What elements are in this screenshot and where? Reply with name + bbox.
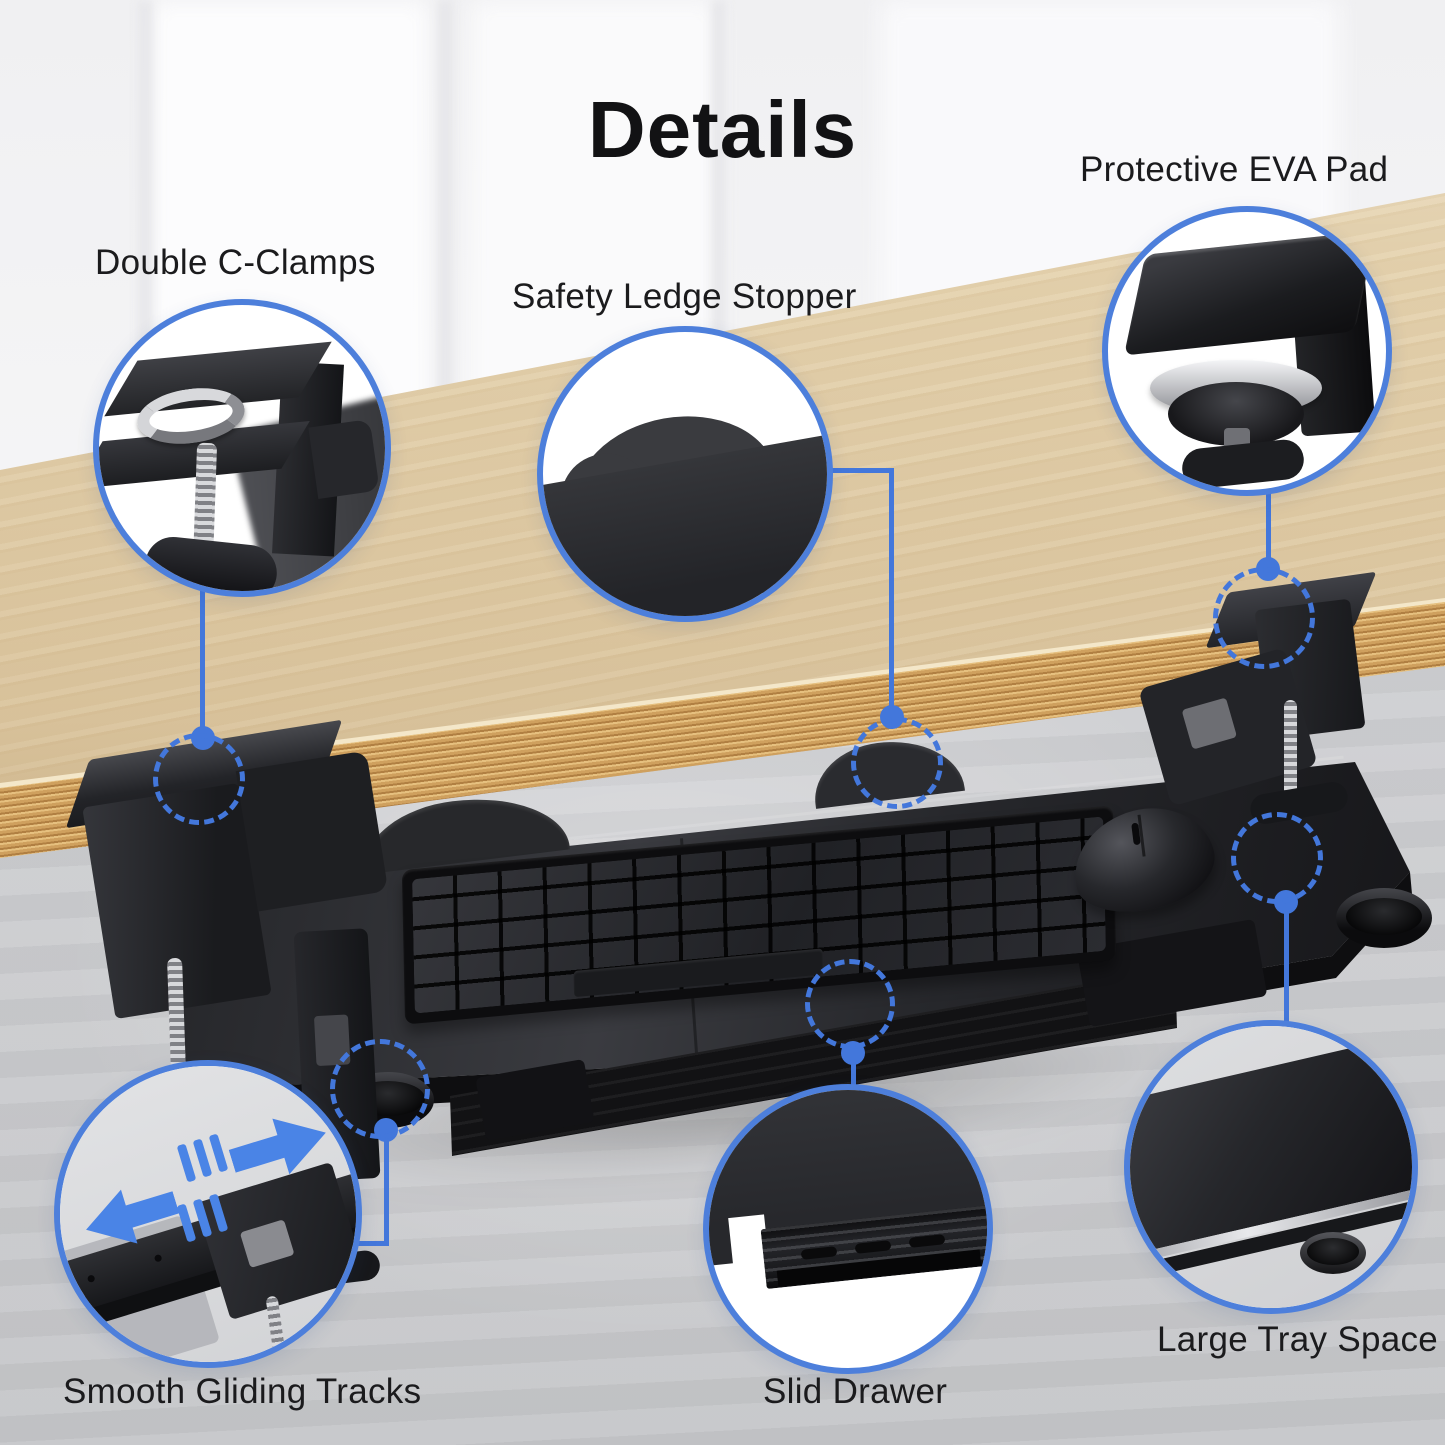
connector-line-stopper-h <box>824 468 894 473</box>
right-clamp-screw <box>1284 700 1297 806</box>
window-frame-line <box>712 0 726 430</box>
target-circle-c-clamps <box>153 733 245 825</box>
callout-circle-large-tray-space <box>1124 1020 1418 1314</box>
connector-line-drawer <box>851 1052 856 1092</box>
tray-corner-wheel <box>1336 888 1432 948</box>
connector-line-c-clamps <box>200 585 205 737</box>
left-clamp-side-wing <box>235 750 389 912</box>
clamp-knob <box>1180 437 1306 490</box>
connector-line-stopper-v <box>889 468 894 718</box>
connector-line-tray-space <box>1284 900 1289 1028</box>
callout-circle-safety-ledge-stopper <box>537 326 833 622</box>
target-circle-tray-space <box>1231 812 1323 904</box>
label-protective-eva-pad: Protective EVA Pad <box>1080 150 1389 189</box>
clamp-hook <box>308 419 380 499</box>
connector-line-tracks-h <box>350 1241 389 1246</box>
target-circle-stopper <box>851 717 943 809</box>
label-safety-ledge-stopper: Safety Ledge Stopper <box>512 277 857 316</box>
window-frame-line <box>438 0 452 500</box>
label-smooth-gliding-tracks: Smooth Gliding Tracks <box>63 1372 422 1411</box>
tray-edge-slab <box>543 429 827 616</box>
target-circle-drawer <box>805 959 895 1049</box>
callout-circle-smooth-gliding-tracks <box>54 1060 362 1368</box>
tray-corner-wheel <box>1300 1232 1366 1274</box>
connector-line-tracks-v <box>384 1128 389 1246</box>
callout-circle-double-c-clamps <box>93 299 391 597</box>
callout-circle-slid-drawer <box>703 1084 993 1374</box>
label-slid-drawer: Slid Drawer <box>763 1372 948 1411</box>
target-circle-eva-pad <box>1213 567 1315 669</box>
callout-circle-protective-eva-pad <box>1102 206 1392 496</box>
page-title: Details <box>587 85 858 174</box>
label-large-tray-space: Large Tray Space <box>1157 1320 1439 1359</box>
label-double-c-clamps: Double C-Clamps <box>95 243 376 282</box>
connector-line-eva-pad <box>1266 489 1271 569</box>
